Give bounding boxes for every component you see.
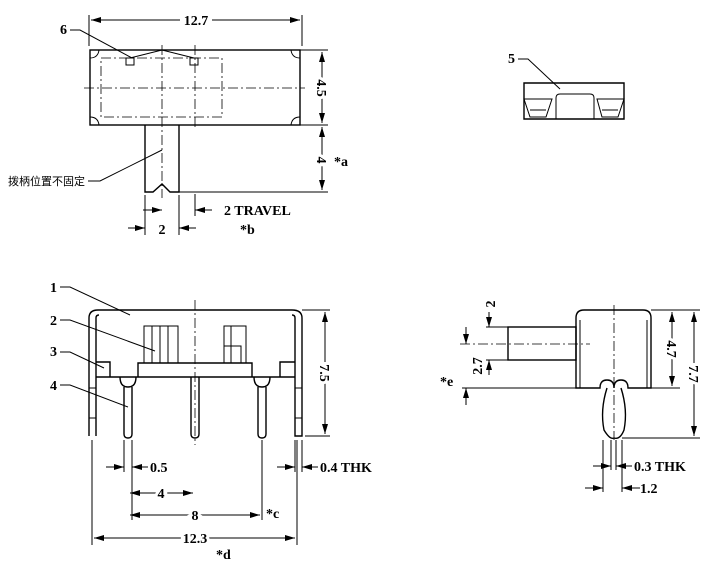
- top-view: 12.7 4.5 4 *a 6 拨柄位置不固定 2 2 TRAVEL *b: [8, 14, 348, 238]
- total-height-dim: 7.7: [685, 365, 700, 383]
- leg-thickness-dim: 0.4 THK: [320, 461, 372, 476]
- width-dim: 12.7: [184, 14, 209, 29]
- handle-width-dim: 2: [159, 223, 166, 238]
- part-label-1: 1: [50, 281, 57, 296]
- span-note: *c: [266, 507, 279, 522]
- part-label-2: 2: [50, 314, 57, 329]
- total-note: *d: [216, 548, 231, 561]
- pin-width-dim: 0.5: [150, 461, 168, 476]
- body-height-dim: 4.7: [663, 340, 678, 358]
- part-label-5: 5: [508, 52, 515, 67]
- front-height-dim: 7.5: [316, 364, 331, 382]
- pin-width-side-dim: 1.2: [640, 482, 658, 497]
- part-label-6: 6: [60, 23, 67, 38]
- height-dim: 4.5: [313, 79, 328, 97]
- total-dim: 12.3: [183, 532, 208, 547]
- handle-position-note: 拨柄位置不固定: [8, 174, 85, 188]
- handle-dim: 4: [313, 157, 328, 164]
- end-view: 5: [508, 52, 625, 120]
- side-view: 4.7 7.7 2 2.7 *e 0.3 THK 1.2: [440, 301, 703, 498]
- pin-thickness-dim: 0.3 THK: [634, 460, 686, 475]
- handle-note: *a: [334, 155, 348, 170]
- travel-note: *b: [240, 223, 255, 238]
- part-label-3: 3: [50, 345, 57, 360]
- travel-dim: 2 TRAVEL: [224, 204, 291, 219]
- shaft-position-dim: 2.7: [471, 357, 486, 375]
- span-dim: 8: [192, 509, 199, 524]
- pins: [119, 376, 271, 439]
- side-note: *e: [440, 375, 453, 390]
- shaft-dim: 2: [484, 301, 499, 308]
- front-view: 7.5 0.5 4 8 *c 12.3 *d 0.4 THK 1 2 3 4: [50, 281, 372, 561]
- pitch-dim: 4: [158, 487, 165, 502]
- part-label-4: 4: [50, 379, 57, 394]
